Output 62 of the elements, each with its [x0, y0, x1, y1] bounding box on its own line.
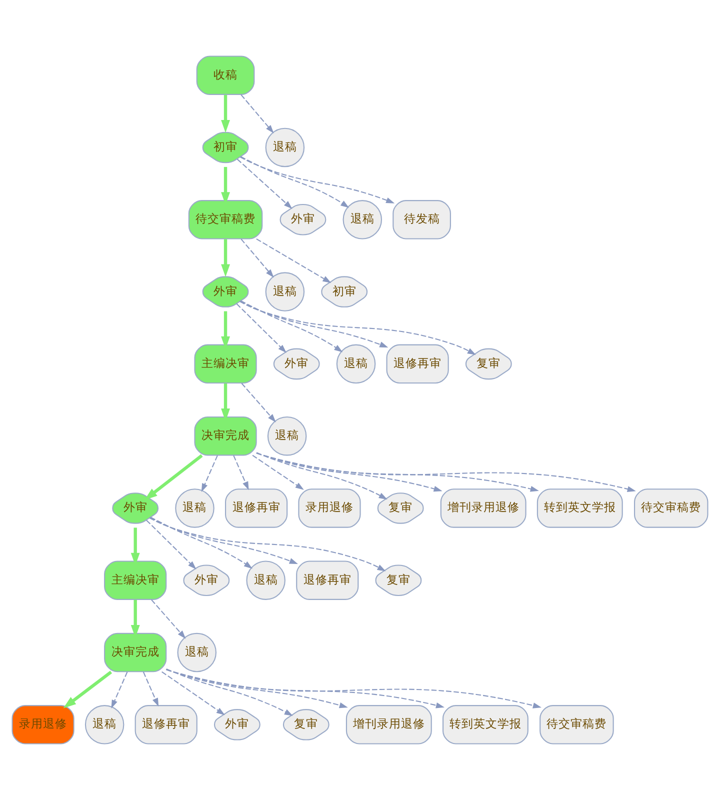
arrow: [150, 516, 252, 569]
arrow: [142, 672, 159, 707]
arrow: [236, 303, 286, 353]
arrow: [240, 156, 350, 208]
node-circle: 退稿: [265, 272, 305, 312]
node-box: 待交审稿费: [188, 200, 263, 240]
arrow: [111, 672, 128, 708]
arrow: [150, 517, 298, 564]
arrow: [256, 238, 332, 283]
node-box: 待发稿: [392, 200, 451, 240]
node-box: 待交审稿费: [634, 488, 708, 528]
arrow: [166, 668, 293, 716]
arrow: [256, 452, 636, 492]
arrow: [166, 669, 542, 708]
arrow: [236, 158, 292, 209]
arrow: [166, 668, 348, 708]
arrow: [240, 300, 388, 348]
arrow: [166, 669, 444, 708]
node-circle: 退稿: [84, 705, 124, 744]
arrow: [241, 383, 276, 422]
node-box: 录用退修: [12, 705, 74, 744]
node-box: 退修再审: [134, 705, 198, 744]
node-box: 录用退修: [298, 488, 361, 528]
arrow: [149, 517, 386, 572]
arrow: [233, 455, 249, 490]
node-box: 增刊录用退修: [440, 488, 526, 528]
arrow: [240, 238, 274, 278]
node-box: 主编决审: [194, 344, 257, 384]
node-circle: 退稿: [336, 344, 376, 384]
arrow: [201, 455, 218, 492]
arrow: [146, 520, 196, 570]
arrow: [240, 300, 343, 352]
arrow: [221, 239, 230, 278]
node-box: 主编决审: [104, 560, 167, 600]
node-box: 退修再审: [296, 560, 359, 600]
arrow: [144, 454, 203, 500]
node-box: 退修再审: [225, 488, 288, 528]
arrow: [256, 452, 442, 492]
arrow: [221, 94, 230, 133]
node-box: 待交审稿费: [540, 705, 614, 744]
arrow: [256, 452, 388, 500]
arrow: [151, 599, 186, 639]
arrow: [240, 156, 395, 204]
arrow: [63, 670, 112, 708]
node-box: 转到英文学报: [536, 488, 623, 528]
arrow: [162, 671, 225, 716]
node-circle: 退稿: [246, 560, 286, 600]
node-box: 转到英文学报: [442, 705, 528, 744]
arrow: [256, 452, 539, 492]
node-circle: 退稿: [177, 632, 216, 672]
node-box: 退修再审: [386, 344, 449, 384]
arrow: [239, 300, 476, 355]
node-box: 决审完成: [104, 632, 167, 672]
node-box: 增刊录用退修: [346, 705, 432, 744]
node-circle: 退稿: [267, 416, 307, 456]
arrow: [252, 454, 304, 490]
node-circle: 退稿: [265, 128, 305, 168]
node-circle: 退稿: [342, 200, 382, 240]
arrow: [240, 94, 274, 134]
node-circle: 退稿: [175, 488, 214, 528]
node-box: 收稿: [196, 56, 255, 95]
node-box: 决审完成: [194, 416, 257, 456]
